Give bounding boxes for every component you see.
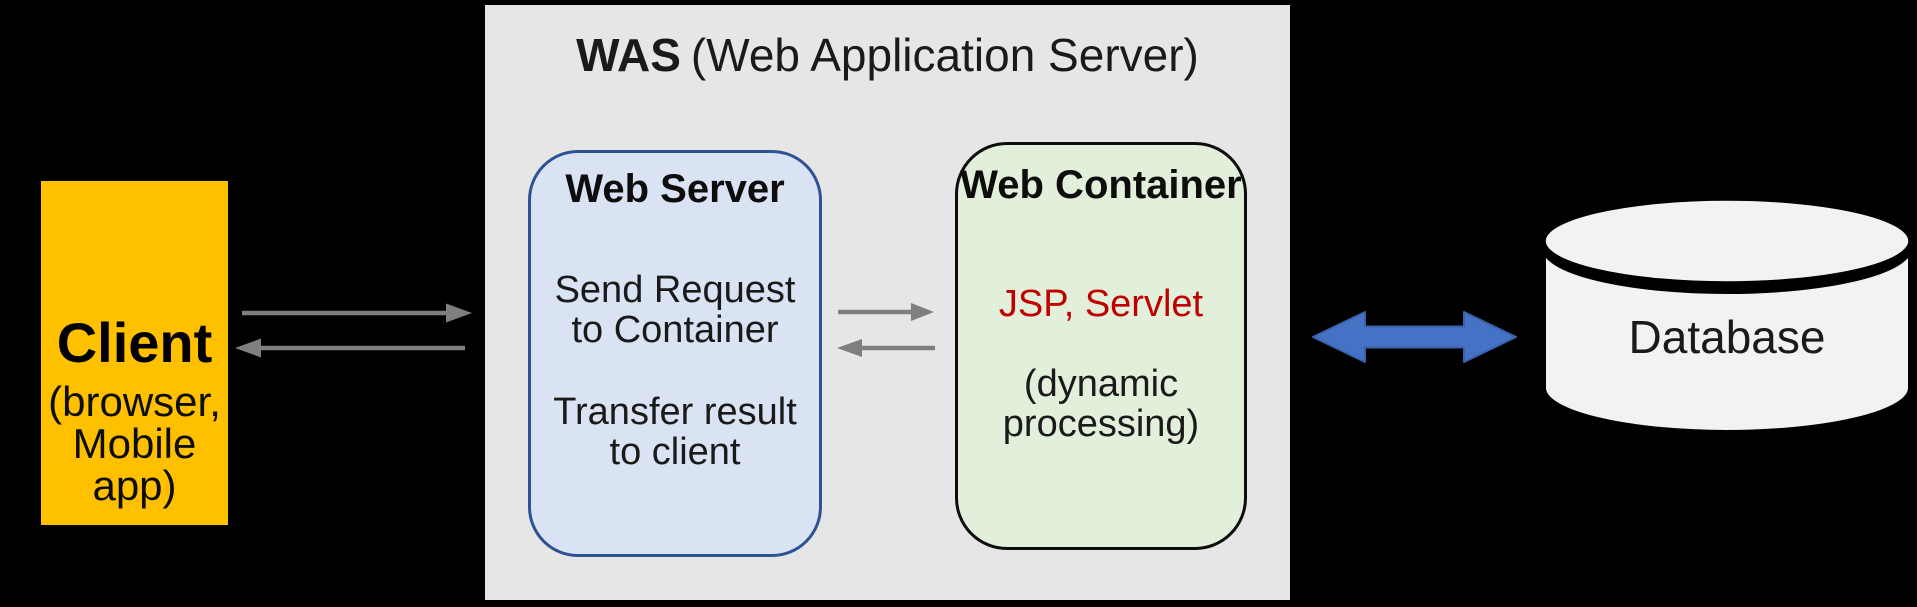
- container-request-right-arrow-icon: [838, 300, 934, 324]
- web-container-title: Web Container: [960, 163, 1242, 207]
- was-title-bold: WAS: [576, 29, 681, 81]
- web-server-box: Web Server Send Request to Container Tra…: [528, 150, 822, 557]
- web-container-box: Web Container JSP, Servlet (dynamic proc…: [955, 142, 1247, 550]
- was-title: WAS (Web Application Server): [485, 30, 1290, 81]
- was-database-double-arrow-icon: [1311, 309, 1518, 365]
- jsp-servlet-label: JSP, Servlet: [998, 283, 1204, 325]
- dynamic-processing-note: (dynamic processing): [1002, 363, 1200, 445]
- web-server-title: Web Server: [565, 167, 785, 211]
- client-subtitle-line1: (browser,: [48, 378, 221, 425]
- client-box: Client (browser, Mobile app): [41, 181, 228, 525]
- client-title: Client: [56, 311, 213, 374]
- database-label: Database: [1628, 311, 1826, 363]
- client-response-left-arrow-icon: [235, 336, 465, 360]
- container-response-left-arrow-icon: [837, 336, 935, 360]
- client-request-right-arrow-icon: [242, 301, 473, 325]
- was-title-rest: (Web Application Server): [690, 29, 1199, 81]
- database-cylinder: Database: [1541, 196, 1913, 436]
- client-subtitle: (browser, Mobile app): [41, 381, 228, 507]
- web-server-text-transfer-result: Transfer result to client: [553, 390, 797, 473]
- client-subtitle-line2: Mobile app): [72, 420, 197, 509]
- database-cylinder-icon: [1542, 197, 1912, 434]
- web-server-text-send-request: Send Request to Container: [554, 269, 796, 351]
